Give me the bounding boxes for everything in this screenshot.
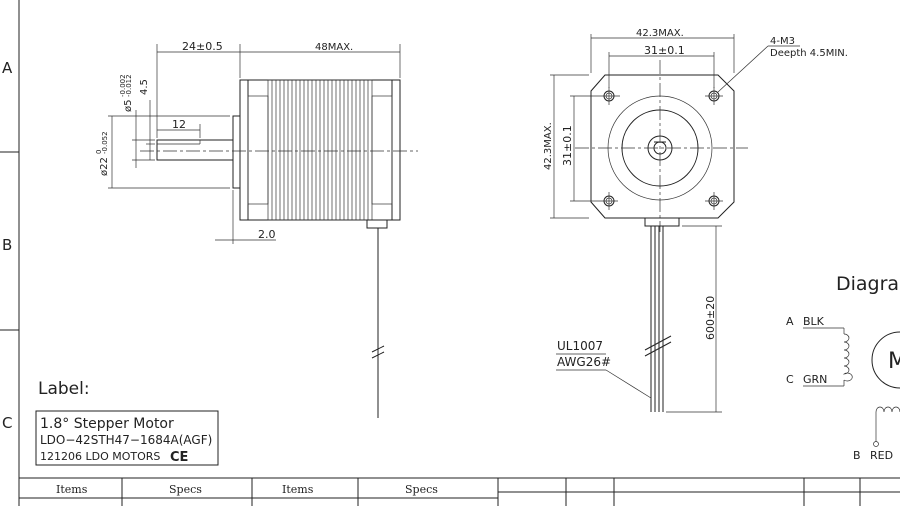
dim-shaft-diameter-tol-upper: -0.002 [119, 74, 127, 97]
dim-shaft-length: 24±0.5 [182, 40, 223, 53]
label-line-3: 121206 LDO MOTORS [40, 450, 160, 463]
coil-ac [842, 333, 853, 382]
dim-pilot-diameter-tol-lower: -0.052 [101, 131, 109, 154]
dim-pilot-height: 2.0 [258, 228, 276, 241]
wire-color-b: RED [870, 449, 893, 462]
wire-color-c: GRN [803, 373, 827, 386]
dim-front-height: 42.3MAX. [543, 122, 554, 170]
wire-terminal-b: B [853, 449, 861, 462]
label-heading: Label: [38, 379, 90, 399]
side-view: 24±0.5 48MAX. 12 2.0 ø5 -0.002 -0.012 4.… [95, 40, 418, 418]
dim-flat-depth: 4.5 [139, 79, 150, 95]
motor-symbol-label: M [888, 349, 900, 374]
dim-front-hole-spacing-y: 31±0.1 [561, 125, 574, 166]
diagram-title: Diagra [836, 273, 899, 295]
dim-shaft-diameter-main: ø5 [123, 100, 134, 112]
dim-thread: 4-M3 [770, 36, 795, 47]
label-line-1: 1.8° Stepper Motor [40, 416, 174, 432]
dim-shaft-diameter-tol-lower: -0.012 [125, 74, 133, 97]
dim-body-length: 48MAX. [315, 42, 353, 53]
dim-front-width: 42.3MAX. [636, 28, 684, 39]
wire-type-awg: AWG26# [557, 355, 611, 369]
zone-label-c: C [2, 414, 12, 432]
zone-label-a: A [2, 59, 13, 77]
coil-bd [875, 406, 900, 413]
wire-terminal-a: A [786, 315, 794, 328]
wiring-diagram: Diagra A BLK C GRN M B RED [786, 273, 900, 462]
table-header-items-1: Items [56, 483, 88, 496]
motor-symbol [871, 331, 900, 389]
wire-type-ul: UL1007 [557, 339, 603, 353]
product-label: Label: 1.8° Stepper Motor LDO−42STH47−16… [35, 379, 219, 466]
drawing-frame: A B C [0, 0, 20, 506]
wire-terminal-c: C [786, 373, 794, 386]
label-line-2: LDO−42STH47−1684A(AGF) [40, 433, 212, 447]
wire-color-a: BLK [803, 315, 825, 328]
spec-table: Items Specs Items Specs [19, 477, 900, 506]
dim-flat-length: 12 [172, 118, 186, 131]
dim-pilot-diameter-main: ø22 [99, 157, 110, 176]
ce-mark: CE [170, 450, 188, 465]
table-header-items-2: Items [282, 483, 314, 496]
zone-label-b: B [2, 236, 12, 254]
table-header-specs-1: Specs [169, 483, 202, 496]
dim-lead-length: 600±20 [704, 296, 717, 340]
lamination-stack [267, 79, 373, 221]
front-view: 42.3MAX. 31±0.1 42.3MAX. 31±0.1 4-M3 Dee… [543, 28, 848, 413]
dim-pilot-diameter-tol-upper: 0 [95, 150, 103, 154]
dim-thread-depth: Deepth 4.5MIN. [770, 48, 848, 59]
dim-front-hole-spacing-x: 31±0.1 [644, 44, 685, 57]
table-header-specs-2: Specs [405, 483, 438, 496]
